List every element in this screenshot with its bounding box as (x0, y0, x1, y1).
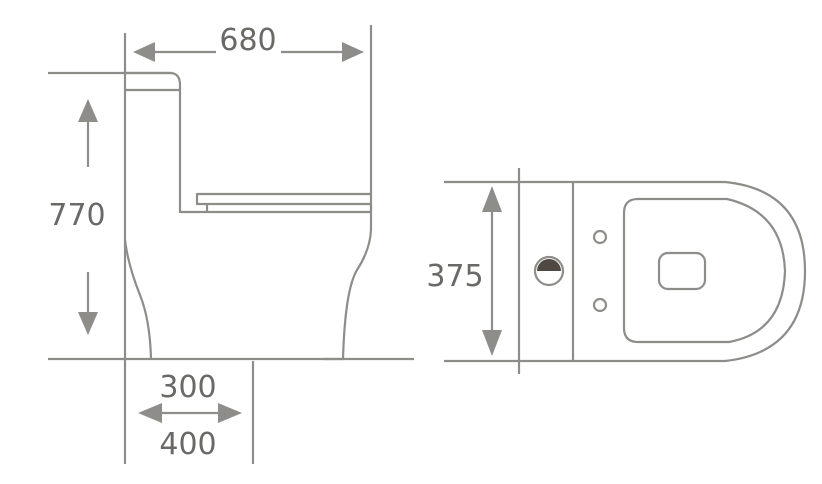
height-dimension: 770 (48, 99, 106, 335)
arrow-right-icon (342, 42, 364, 62)
hinge-hole-icon (592, 297, 608, 313)
flush-button-icon (657, 251, 707, 291)
top-view: 375 (426, 168, 807, 374)
width-label: 680 (219, 23, 276, 58)
outlet-icon (533, 255, 565, 287)
arrow-up-icon (482, 186, 502, 212)
seat-outline (622, 197, 787, 344)
width-dimension: 680 (133, 23, 364, 62)
rough-in-300-label: 300 (159, 370, 216, 405)
arrow-down-icon (78, 312, 98, 335)
arrow-right-icon (218, 403, 242, 423)
rough-in-400-label: 400 (159, 427, 216, 462)
hinge-hole-icon (592, 229, 608, 245)
height-label: 770 (48, 198, 105, 233)
bowl-front-outline (341, 205, 373, 360)
depth-dimension: 375 (426, 186, 502, 356)
arrow-down-icon (482, 330, 502, 356)
tank-outline (125, 71, 370, 214)
arrow-left-icon (138, 403, 162, 423)
bowl-back-outline (123, 239, 153, 360)
seat-lid (195, 192, 370, 206)
depth-label: 375 (426, 259, 483, 294)
arrow-left-icon (133, 42, 155, 62)
arrow-up-icon (78, 99, 98, 122)
rough-in-dimension: 300 400 (138, 361, 255, 464)
side-view: 680 770 300 400 (48, 23, 414, 464)
outer-body-outline (519, 180, 807, 363)
